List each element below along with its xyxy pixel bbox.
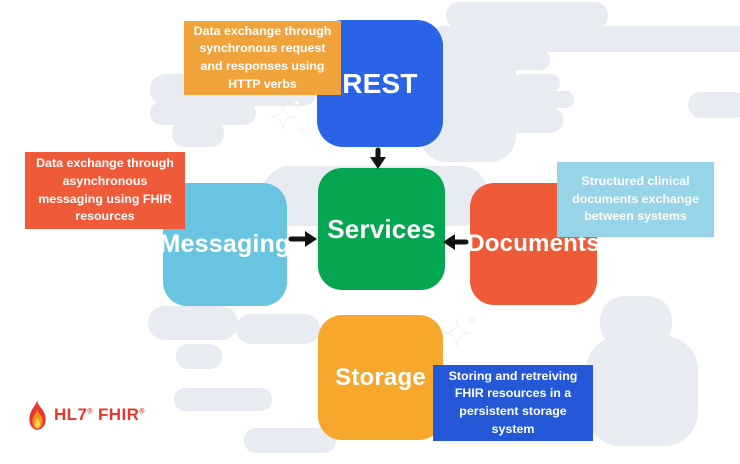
arrow-messaging-to-services-icon [288, 231, 317, 247]
background-blob [176, 344, 222, 369]
node-storage-label: Storage [335, 363, 426, 391]
sparkle-icon [442, 318, 472, 348]
flame-icon [29, 399, 46, 430]
background-blob [172, 120, 224, 147]
background-blob [148, 306, 238, 340]
background-blob [502, 50, 550, 70]
node-services-label: Services [327, 213, 436, 244]
background-blob [512, 91, 574, 108]
note-rest: Data exchange through synchronous reques… [184, 21, 341, 95]
background-blob [505, 107, 563, 133]
logo-text: HL7® FHIR® [54, 405, 145, 425]
node-rest-label: REST [342, 67, 418, 99]
node-services: Services [318, 168, 445, 290]
note-messaging: Data exchange through asynchronous messa… [25, 152, 185, 229]
logo-hl7: HL7 [54, 405, 88, 424]
background-blob [586, 336, 698, 446]
background-blob [446, 2, 608, 29]
sparkle-icon [297, 125, 307, 135]
logo-reg-mark: ® [139, 408, 145, 416]
note-documents: Structured clinical documents exchange b… [557, 162, 714, 237]
hl7-fhir-logo: HL7® FHIR® [26, 399, 145, 431]
logo-reg-mark: ® [87, 408, 93, 416]
note-storage: Storing and retreiving FHIR resources in… [433, 365, 593, 441]
background-blob [600, 296, 672, 348]
node-messaging-label: Messaging [159, 230, 291, 258]
background-blob [174, 388, 272, 411]
arrow-documents-to-services-icon [443, 234, 469, 250]
logo-fhir: FHIR [98, 405, 140, 424]
background-blob [236, 314, 320, 344]
background-blob [512, 74, 560, 92]
node-storage: Storage [318, 315, 443, 440]
sparkle-icon [466, 314, 478, 326]
background-blob [244, 428, 336, 453]
sparkle-icon [269, 103, 297, 131]
background-blob [688, 92, 740, 118]
